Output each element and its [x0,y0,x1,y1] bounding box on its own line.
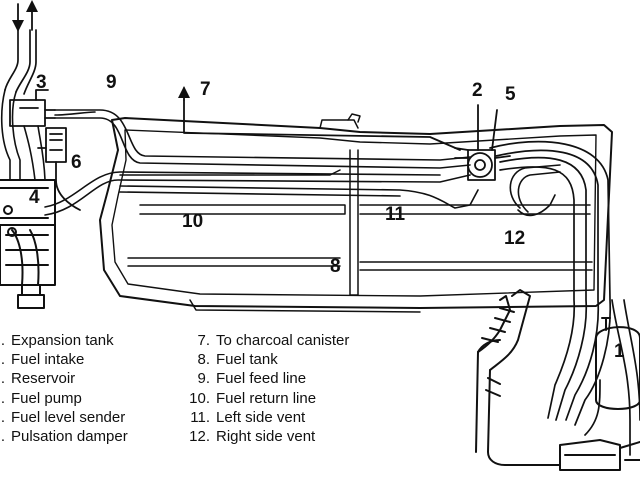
legend-right: 7.To charcoal canister 8.Fuel tank 9.Fue… [188,331,349,446]
legend-item: 7.To charcoal canister [197,332,350,349]
side-lines [489,140,640,456]
callout-1: 1 [614,341,625,362]
legend-left: .Expansion tank .Fuel intake .Reservoir … [0,331,128,446]
legend-item: 11.Left side vent [190,408,306,426]
callout-9: 9 [106,72,117,93]
intake-pipes [4,29,37,95]
callout-10: 10 [182,211,204,232]
left-side-vent-11 [119,185,479,209]
right-side-vent-12 [509,164,561,217]
legend-item: .Reservoir [0,370,76,388]
fuel-feed-line-9 [54,109,471,169]
callout-6: 6 [71,152,82,173]
callout-3: 3 [36,72,47,93]
expansion-tank [559,317,640,471]
fuel-pump [0,179,56,309]
arrow-down-head [12,20,24,32]
left-hoses [0,89,96,181]
legend-item: 12.Right side vent [189,427,316,445]
callout-12: 12 [504,228,526,249]
callout-7: 7 [200,79,211,100]
vent-line-7 [183,99,461,151]
callout-5: 5 [505,84,516,105]
legend-item: .Pulsation damper [0,427,128,445]
fuel-tank-outline [99,117,613,309]
legend-item: .Fuel pump [0,389,82,407]
callout-11: 11 [385,204,406,225]
callout-4: 4 [29,187,40,208]
callout-2: 2 [472,80,483,101]
pulsation-damper [37,127,81,211]
legend-item: .Fuel intake [0,351,85,369]
legend-item: .Fuel level sender [0,408,126,426]
callout-8: 8 [330,256,341,277]
legend-item: 10.Fuel return line [189,389,317,407]
arrow-up-head [178,86,190,98]
legend-item: 8.Fuel tank [197,351,278,369]
arrow-up-head [26,0,38,12]
reservoir [9,89,56,127]
fuel-tank-inner-contour [111,129,597,297]
filler-pipe [475,289,561,466]
legend-item: .Expansion tank [0,332,114,349]
legend-item: 9.Fuel feed line [197,370,307,388]
sender-assembly [454,104,511,181]
